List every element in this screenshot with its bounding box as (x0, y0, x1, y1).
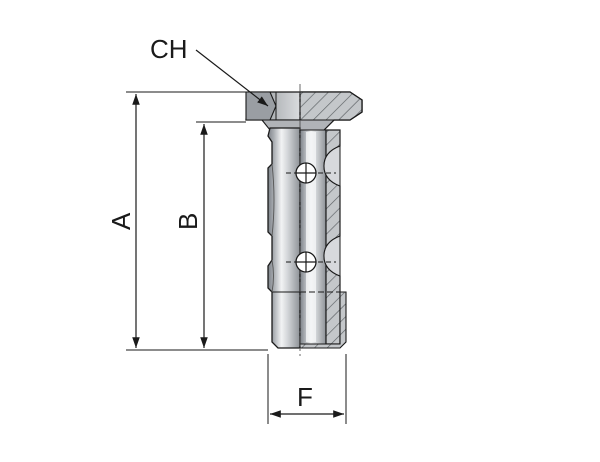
label-f: F (297, 382, 313, 412)
dimension-a: A (106, 91, 268, 351)
label-b: B (173, 213, 203, 230)
label-a: A (106, 212, 136, 230)
bolt-shaft (267, 127, 301, 349)
dimension-ch: CH (150, 34, 269, 107)
crosshair-circle-icon (286, 251, 336, 273)
dimension-b: B (173, 121, 246, 348)
bolt-head (245, 91, 363, 131)
label-ch: CH (150, 34, 188, 64)
crosshair-circle-icon (286, 162, 336, 184)
dimension-f: F (267, 354, 347, 424)
